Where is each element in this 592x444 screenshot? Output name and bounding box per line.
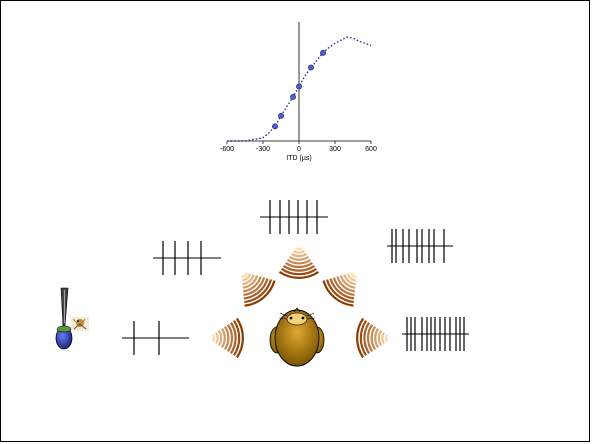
sound-wave-arc [284,261,314,269]
x-tick-label: 600 [365,146,377,153]
sound-wave-arc [343,274,356,286]
sound-wave-arc [244,280,276,307]
sound-wave-arc [294,247,304,251]
owl-head-icon [269,307,325,367]
sound-wave-arc [288,255,310,261]
sound-wave-arc [286,258,312,265]
small-bird-icon [71,317,89,331]
sound-wave-arc [280,267,318,276]
sound-wave-arc [217,329,223,347]
spike-trains [122,200,469,355]
spike-train-front [260,200,328,234]
electrode-icon [55,287,73,350]
sound-wave-arc [242,276,262,293]
spike-train-left [153,241,221,275]
series-line [227,36,372,142]
sound-wave-arc [243,278,269,300]
sound-wave-arc [232,319,241,357]
sound-sources [212,247,388,359]
sound-wave-arc [242,275,259,289]
sound-wave-arc [381,331,385,345]
sound-wave-arc [229,321,237,355]
sound-wave-far-right [356,317,388,359]
sound-wave-arc [242,274,255,286]
spike-train-right [387,229,453,263]
data-point [272,123,278,130]
sound-wave-arc [329,278,355,300]
sound-wave-arc [241,272,248,279]
sound-wave-arc [346,273,357,282]
sound-wave-arc [290,252,308,258]
data-point [290,94,296,100]
sound-wave-arc [384,333,388,343]
sound-wave-arc [223,325,230,351]
sound-wave-left [241,272,276,307]
sound-wave-arc [235,317,244,359]
sound-wave-front [278,247,320,279]
sound-wave-arc [363,321,371,355]
sound-wave-arc [212,333,216,343]
sound-wave-arc [350,272,357,279]
sound-wave-arc [220,327,226,349]
sound-wave-arc [374,327,380,349]
data-point [296,83,302,90]
sound-wave-arc [366,323,374,353]
sound-wave-arc [356,317,365,359]
x-tick-label: -600 [220,146,234,153]
sound-wave-arc [359,319,368,357]
data-point [320,49,326,56]
sound-wave-far-left [212,317,244,359]
sound-wave-arc [370,325,377,351]
sound-wave-arc [243,277,266,296]
x-tick-label: 0 [297,146,301,153]
x-tick-label: -300 [256,146,270,153]
sound-wave-arc [244,279,273,304]
sound-wave-right [322,272,357,307]
data-point [308,64,314,71]
sound-wave-arc [325,279,354,304]
sound-wave-arc [241,273,252,282]
sound-wave-arc [377,329,383,347]
sound-wave-arc [278,270,320,279]
sound-wave-arc [322,280,354,307]
sound-wave-arc [336,276,356,293]
sound-wave-arc [332,277,355,296]
x-axis-title: ITD (µs) [286,155,311,162]
itd-tuning-chart: -600 -300 0 300 600 ITD (µs) [220,22,377,162]
spike-train-far-left [122,321,189,355]
sound-wave-arc [292,250,306,254]
sound-wave-arc [215,331,219,345]
x-tick-label: 300 [329,146,341,153]
sound-wave-arc [226,323,234,353]
data-point [278,112,284,119]
sound-wave-arc [282,264,316,272]
spike-train-far-right [402,317,469,351]
sound-wave-arc [339,275,356,289]
